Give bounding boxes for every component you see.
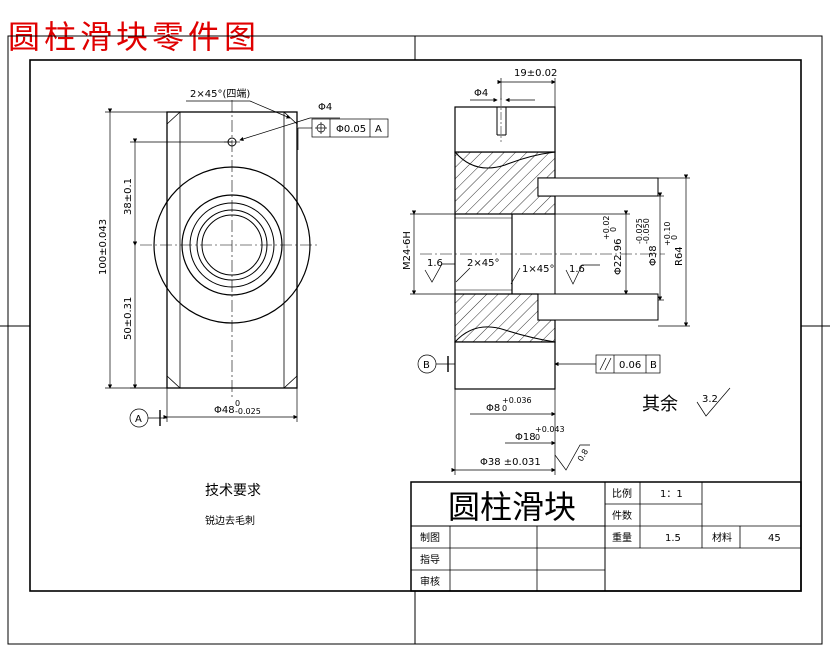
parallel-datum: B bbox=[650, 360, 657, 371]
material-value: 45 bbox=[768, 533, 781, 544]
front-view-labels: 2×45°(四端) Φ4 Φ0.05 A 100±0.043 38±0.1 50… bbox=[98, 87, 382, 425]
dim-38-tol-lower: -0.050 bbox=[642, 218, 651, 244]
dim-bore-tol-upper: +0.02 bbox=[602, 215, 611, 240]
roughness-note-value: 3.2 bbox=[702, 394, 718, 405]
dim-38: Φ38 bbox=[648, 245, 659, 266]
dim-8: Φ8 bbox=[486, 403, 500, 414]
chamfer-left: 2×45° bbox=[467, 258, 499, 269]
tech-requirements: 技术要求 锐边去毛刺 bbox=[205, 483, 261, 527]
scale-label: 比例 bbox=[612, 487, 632, 500]
weight-label: 重量 bbox=[612, 531, 632, 544]
position-tol-datum: A bbox=[375, 124, 382, 135]
section-view bbox=[420, 98, 665, 390]
title-block bbox=[410, 481, 802, 592]
material-label: 材料 bbox=[712, 531, 732, 544]
dim-18: Φ18 bbox=[515, 432, 536, 443]
roughness-note-label: 其余 bbox=[642, 394, 678, 415]
chamfer-label: 2×45°(四端) bbox=[190, 87, 250, 100]
datum-b-label: B bbox=[423, 360, 430, 371]
dim-18-tol-lower: 0 bbox=[535, 433, 540, 442]
tech-requirements-item: 锐边去毛刺 bbox=[205, 514, 255, 527]
dim-38-bottom: Φ38 ±0.031 bbox=[480, 457, 541, 468]
front-view bbox=[140, 100, 320, 400]
dim-8-tol-upper: +0.036 bbox=[502, 396, 532, 405]
dim-top: 19±0.02 bbox=[514, 68, 557, 79]
quantity-label: 件数 bbox=[612, 509, 632, 522]
roughness-bottom: 0.8 bbox=[576, 447, 590, 463]
section-view-dimensions bbox=[410, 78, 731, 475]
section-hole-dia: Φ4 bbox=[474, 88, 488, 99]
chamfer-right: 1×45° bbox=[522, 264, 554, 275]
dim-bore: Φ22.96 bbox=[613, 239, 624, 276]
dim-18-tol-upper: +0.043 bbox=[535, 425, 565, 434]
position-tol-value: Φ0.05 bbox=[336, 124, 366, 135]
roughness-right: 1.6 bbox=[569, 264, 585, 275]
hole-dia-label: Φ4 bbox=[318, 102, 332, 113]
section-view-labels: 19±0.02 Φ4 M24-6H 1.6 2×45° 1×45° 1.6 Φ2… bbox=[402, 68, 685, 468]
dim-overall: 100±0.043 bbox=[98, 219, 109, 275]
drawn-label: 制图 bbox=[420, 531, 440, 544]
dim-lower: 50±0.31 bbox=[123, 297, 134, 340]
roughness-note: 其余 3.2 bbox=[642, 394, 718, 415]
dim-38-tol-upper: -0.025 bbox=[635, 218, 644, 244]
part-name: 圆柱滑块 bbox=[448, 488, 576, 526]
scale-value: 1：1 bbox=[660, 489, 683, 500]
dim-64: R64 bbox=[674, 246, 685, 266]
datum-a-label: A bbox=[135, 414, 142, 425]
dim-width-tol: -0.025 bbox=[235, 407, 261, 416]
page-title: 圆柱滑块零件图 bbox=[8, 18, 261, 56]
dim-width: Φ48 bbox=[214, 405, 235, 416]
thread-label: M24-6H bbox=[402, 231, 413, 270]
title-block-text: 圆柱滑块 比例 1：1 件数 重量 1.5 材料 45 制图 指导 审核 bbox=[420, 487, 781, 588]
dim-bore-tol-lower: 0 bbox=[609, 227, 618, 232]
dim-64-tol-lower: 0 bbox=[670, 235, 679, 240]
dim-64-tol-upper: +0.10 bbox=[663, 221, 672, 246]
tech-requirements-heading: 技术要求 bbox=[205, 483, 261, 499]
dim-width-tol-upper: 0 bbox=[235, 399, 240, 408]
roughness-left: 1.6 bbox=[427, 258, 443, 269]
parallel-value: 0.06 bbox=[619, 360, 641, 371]
weight-value: 1.5 bbox=[665, 533, 681, 544]
front-view-dimensions bbox=[105, 100, 389, 428]
guide-label: 指导 bbox=[420, 553, 440, 566]
review-label: 审核 bbox=[420, 575, 440, 588]
dim-8-tol-lower: 0 bbox=[502, 404, 507, 413]
dim-upper: 38±0.1 bbox=[123, 178, 134, 215]
